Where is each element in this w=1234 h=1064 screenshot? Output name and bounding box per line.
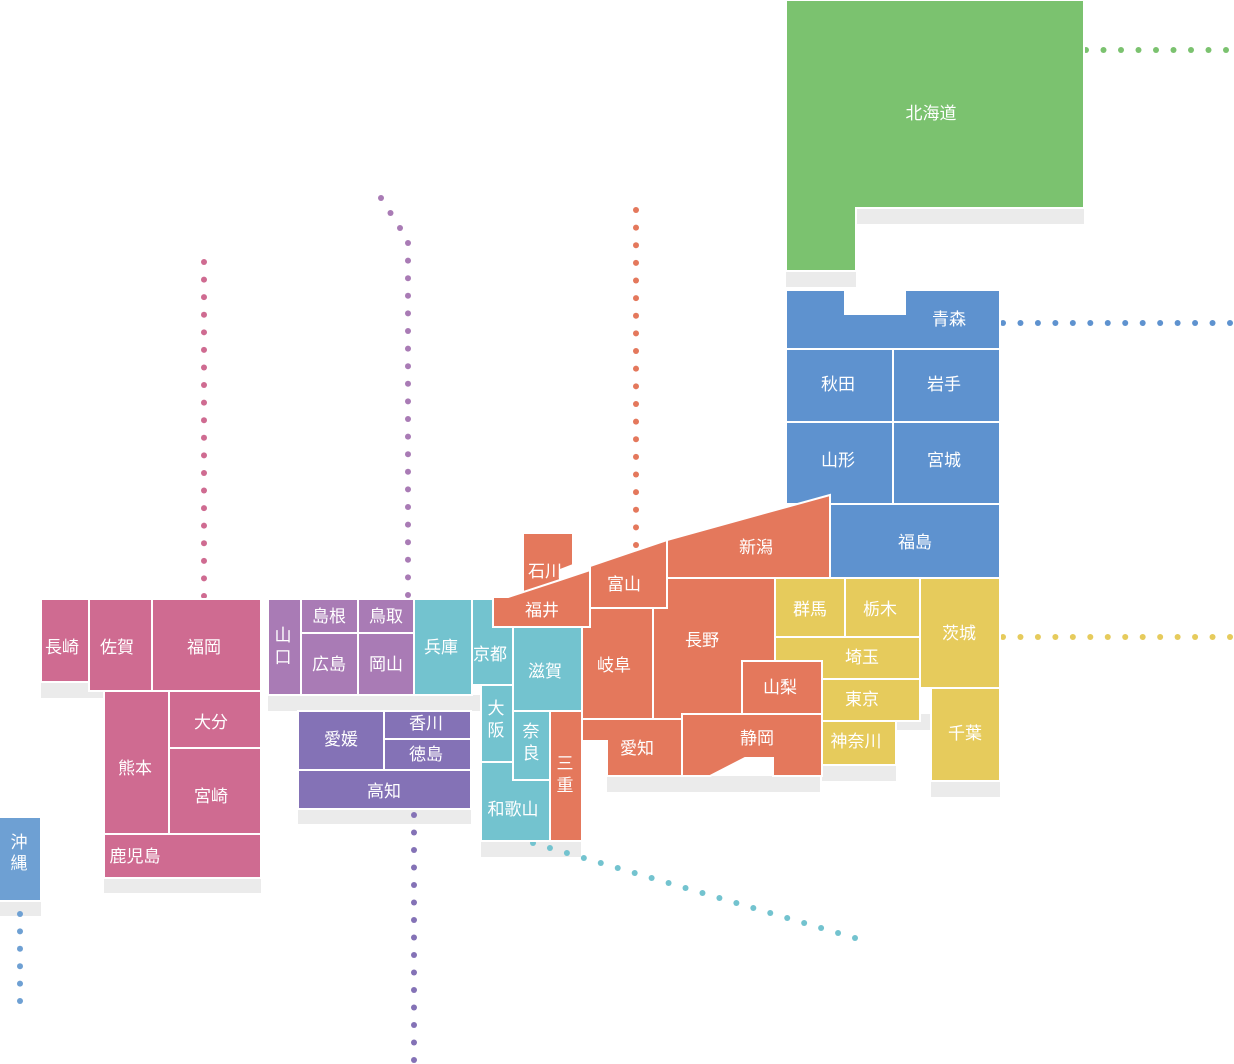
pref-nara[interactable]: 奈良 [512, 710, 551, 781]
pref-fukushima[interactable]: 福島 [829, 503, 1001, 579]
pref-yamaguchi[interactable]: 山口 [267, 598, 302, 696]
pref-yamanashi[interactable]: 山梨 [741, 660, 823, 715]
pref-tochigi[interactable]: 栃木 [844, 577, 921, 638]
pref-nagasaki[interactable]: 長崎 [40, 598, 90, 683]
kanto-leader-dots [1000, 634, 1233, 640]
pref-oita[interactable]: 大分 [168, 690, 262, 749]
pref-gunma[interactable]: 群馬 [774, 577, 846, 638]
pref-kanagawa[interactable]: 神奈川 [821, 720, 897, 766]
pref-akita[interactable]: 秋田 [785, 348, 894, 423]
hokkaido-leader-dots [1083, 47, 1229, 53]
pref-okinawa[interactable]: 沖 縄 [0, 816, 42, 902]
pref-saga[interactable]: 佐賀 [88, 598, 153, 692]
region-kyushu: 長崎 佐賀 福岡 熊本 大分 宮崎 鹿児島 [40, 598, 262, 879]
pref-okayama[interactable]: 岡山 [357, 632, 415, 696]
pref-hokkaido[interactable]: 北海道 [785, 0, 1085, 272]
pref-kumamoto[interactable]: 熊本 [103, 690, 170, 835]
pref-shiga[interactable]: 滋賀 [512, 626, 583, 712]
pref-aichi[interactable]: 愛知 [581, 718, 683, 777]
pref-tokushima[interactable]: 徳島 [383, 738, 472, 771]
pref-shizuoka[interactable]: 静岡 [681, 713, 823, 777]
chugoku-leader-dots [378, 195, 411, 598]
pref-shimane[interactable]: 島根 [300, 598, 359, 634]
pref-ibaraki[interactable]: 茨城 [919, 577, 1001, 689]
pref-osaka[interactable]: 大阪 [480, 684, 514, 763]
pref-fukuoka[interactable]: 福岡 [151, 598, 262, 692]
region-chugoku: 山口 島根 鳥取 広島 岡山 [267, 598, 415, 696]
pref-kagawa[interactable]: 香川 [383, 710, 472, 740]
pref-tokyo[interactable]: 東京 [821, 678, 921, 722]
pref-hiroshima[interactable]: 広島 [300, 632, 359, 696]
pref-gifu[interactable]: 岐阜 [581, 607, 654, 720]
pref-yamagata[interactable]: 山形 [785, 421, 894, 505]
pref-mie[interactable]: 三重 [549, 710, 583, 842]
kyushu-leader-dots [201, 259, 207, 599]
pref-toyama[interactable]: 富山 [589, 538, 668, 609]
pref-miyazaki[interactable]: 宮崎 [168, 747, 262, 846]
map-shadows [0, 208, 1084, 916]
pref-aomori[interactable]: 青森 [785, 289, 1001, 350]
kinki-leader-dots [530, 840, 858, 941]
okinawa-leader-dots [17, 911, 23, 1004]
pref-kagoshima[interactable]: 鹿児島 [103, 833, 262, 879]
tohoku-leader-dots [1000, 320, 1233, 326]
pref-iwate[interactable]: 岩手 [892, 348, 1001, 423]
pref-hyogo[interactable]: 兵庫 [413, 598, 473, 696]
shikoku-leader-dots [411, 812, 417, 1063]
pref-chiba[interactable]: 千葉 [930, 687, 1001, 782]
pref-ehime[interactable]: 愛媛 [297, 710, 385, 771]
pref-tottori[interactable]: 鳥取 [357, 598, 415, 634]
pref-kochi[interactable]: 高知 [297, 769, 472, 810]
region-shikoku: 愛媛 香川 徳島 高知 [297, 710, 472, 810]
pref-miyagi[interactable]: 宮城 [892, 421, 1001, 505]
chubu-leader-dots [633, 207, 639, 548]
